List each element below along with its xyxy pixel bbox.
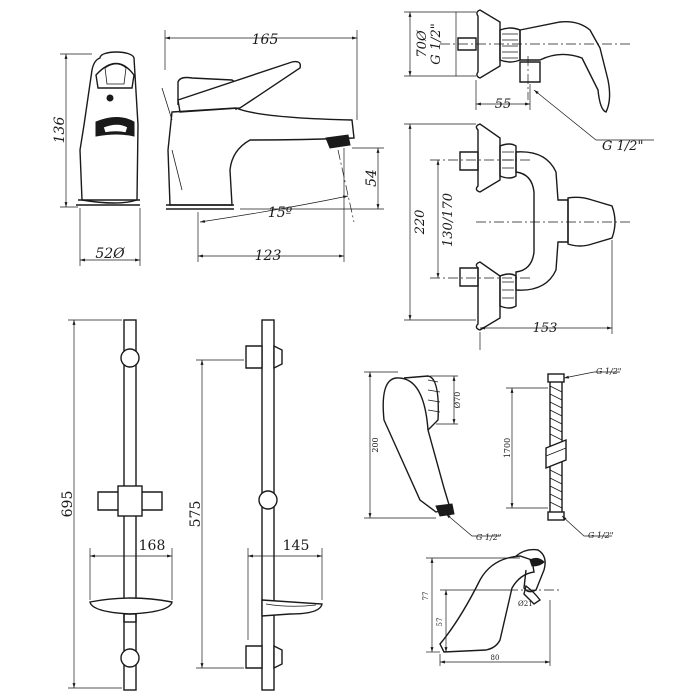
basin-front-height-label: 136: [52, 117, 68, 144]
holder-height-b-label: 57: [436, 618, 444, 627]
shower-front-centres-label: 130/170: [441, 193, 456, 247]
basin-side-angle-label: 15º: [268, 205, 293, 221]
basin-side-spout-height-label: 54: [364, 169, 380, 187]
basin-mixer-side-view: 165 54 15º 123: [161, 30, 384, 264]
shower-front-height-label: 220: [413, 210, 428, 236]
hand-shower-view: Ø70 200 G 1/2": [364, 371, 502, 542]
slide-rail-front-view: 695 168: [60, 319, 173, 691]
shower-hose-view: 1700 G 1/2" G 1/2": [503, 367, 622, 540]
shower-top-outlet-thread-label: G 1/2": [602, 139, 643, 154]
hose-length-label: 1700: [503, 438, 512, 458]
basin-front-diameter-label: 52Ø: [95, 246, 125, 262]
shower-top-diameter-label: 70Ø: [415, 30, 430, 58]
wall-holder-view: 77 57 80 Ø21: [422, 548, 560, 666]
basin-mixer-front-view: 136 52Ø: [52, 51, 141, 266]
hose-thread-bottom-label: G 1/2": [588, 531, 614, 540]
basin-side-length-label: 165: [252, 32, 279, 48]
rail-side-dish-depth-label: 145: [283, 538, 310, 554]
holder-bore-label: Ø21: [518, 600, 533, 608]
rail-front-height-label: 695: [60, 491, 76, 518]
rail-front-dish-width-label: 168: [139, 538, 166, 554]
hand-shower-diameter-label: Ø70: [453, 392, 462, 409]
hand-shower-thread-label: G 1/2": [476, 533, 502, 542]
hand-shower-length-label: 200: [371, 437, 380, 452]
hose-thread-top-label: G 1/2": [596, 367, 622, 376]
shower-front-width-label: 153: [533, 321, 558, 336]
shower-mixer-front-view: 220 130/170 153: [404, 123, 632, 350]
slide-rail-side-view: 575 145: [188, 319, 323, 691]
shower-top-thread-label: G 1/2": [429, 23, 444, 64]
basin-side-reach-label: 123: [255, 248, 282, 264]
holder-height-a-label: 77: [422, 592, 430, 601]
holder-width-label: 80: [491, 654, 500, 662]
shower-mixer-top-view: 70Ø G 1/2" 55 G 1/2": [404, 9, 654, 154]
rail-side-height-label: 575: [188, 501, 204, 528]
shower-top-depth-label: 55: [495, 97, 512, 112]
